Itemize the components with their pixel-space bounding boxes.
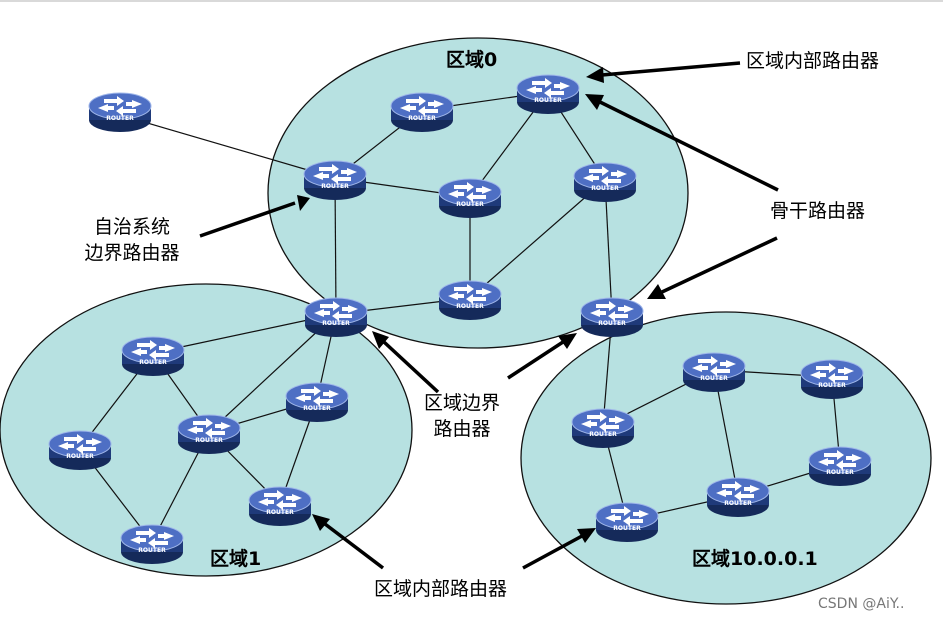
link <box>119 114 336 179</box>
router-icon <box>800 359 864 400</box>
watermark: CSDN @AiY.. <box>818 596 905 612</box>
arrows <box>199 61 779 570</box>
internal-router-label-bottom: 区域内部路由器 <box>374 578 508 600</box>
router-icon <box>303 160 367 201</box>
router-icon <box>706 477 770 518</box>
router-icon <box>285 382 349 423</box>
arrow-internal-bottom-left <box>312 514 385 570</box>
link <box>469 179 606 299</box>
router-icon <box>121 336 185 377</box>
router-icon <box>304 297 368 338</box>
router-icon <box>438 280 502 321</box>
router-icon <box>573 162 637 203</box>
arrow-backbone-upper <box>585 94 779 192</box>
backbone-router-label: 骨干路由器 <box>770 200 866 222</box>
internal-router-label-top: 区域内部路由器 <box>746 50 880 72</box>
asbr-label-line1: 自治系统 <box>93 216 170 238</box>
link <box>334 177 337 315</box>
router-icon <box>571 408 635 449</box>
area-1-label: 区域1 <box>210 548 262 570</box>
arrow-backbone-lower <box>647 236 778 299</box>
router-icon <box>516 74 580 115</box>
router-icon <box>248 486 312 527</box>
area-10-label: 区域10.0.0.1 <box>692 548 818 570</box>
top-border-line <box>0 0 943 2</box>
abr-label-line2: 路由器 <box>433 418 491 440</box>
arrow-internal-top <box>586 61 741 83</box>
router-icon <box>438 178 502 219</box>
area-0-label: 区域0 <box>446 49 498 71</box>
link <box>604 179 613 316</box>
router-icon <box>595 502 659 543</box>
router-icon <box>88 92 152 133</box>
router-icon <box>120 524 184 565</box>
asbr-label-line2: 边界路由器 <box>84 242 180 264</box>
arrow-asbr <box>199 195 310 238</box>
router-icon <box>808 446 872 487</box>
asbr-label: 自治系统 边界路由器 <box>72 214 192 266</box>
router-icon <box>682 352 746 393</box>
arrow-abr-right <box>507 333 577 380</box>
arrow-abr-left <box>372 331 440 394</box>
arrow-internal-bottom-right <box>522 528 596 570</box>
abr-label: 区域边界 路由器 <box>412 390 512 442</box>
router-icon <box>48 430 112 471</box>
router-icon <box>580 297 644 338</box>
abr-label-line1: 区域边界 <box>423 392 500 414</box>
router-icon <box>177 414 241 455</box>
router-icon <box>390 92 454 133</box>
